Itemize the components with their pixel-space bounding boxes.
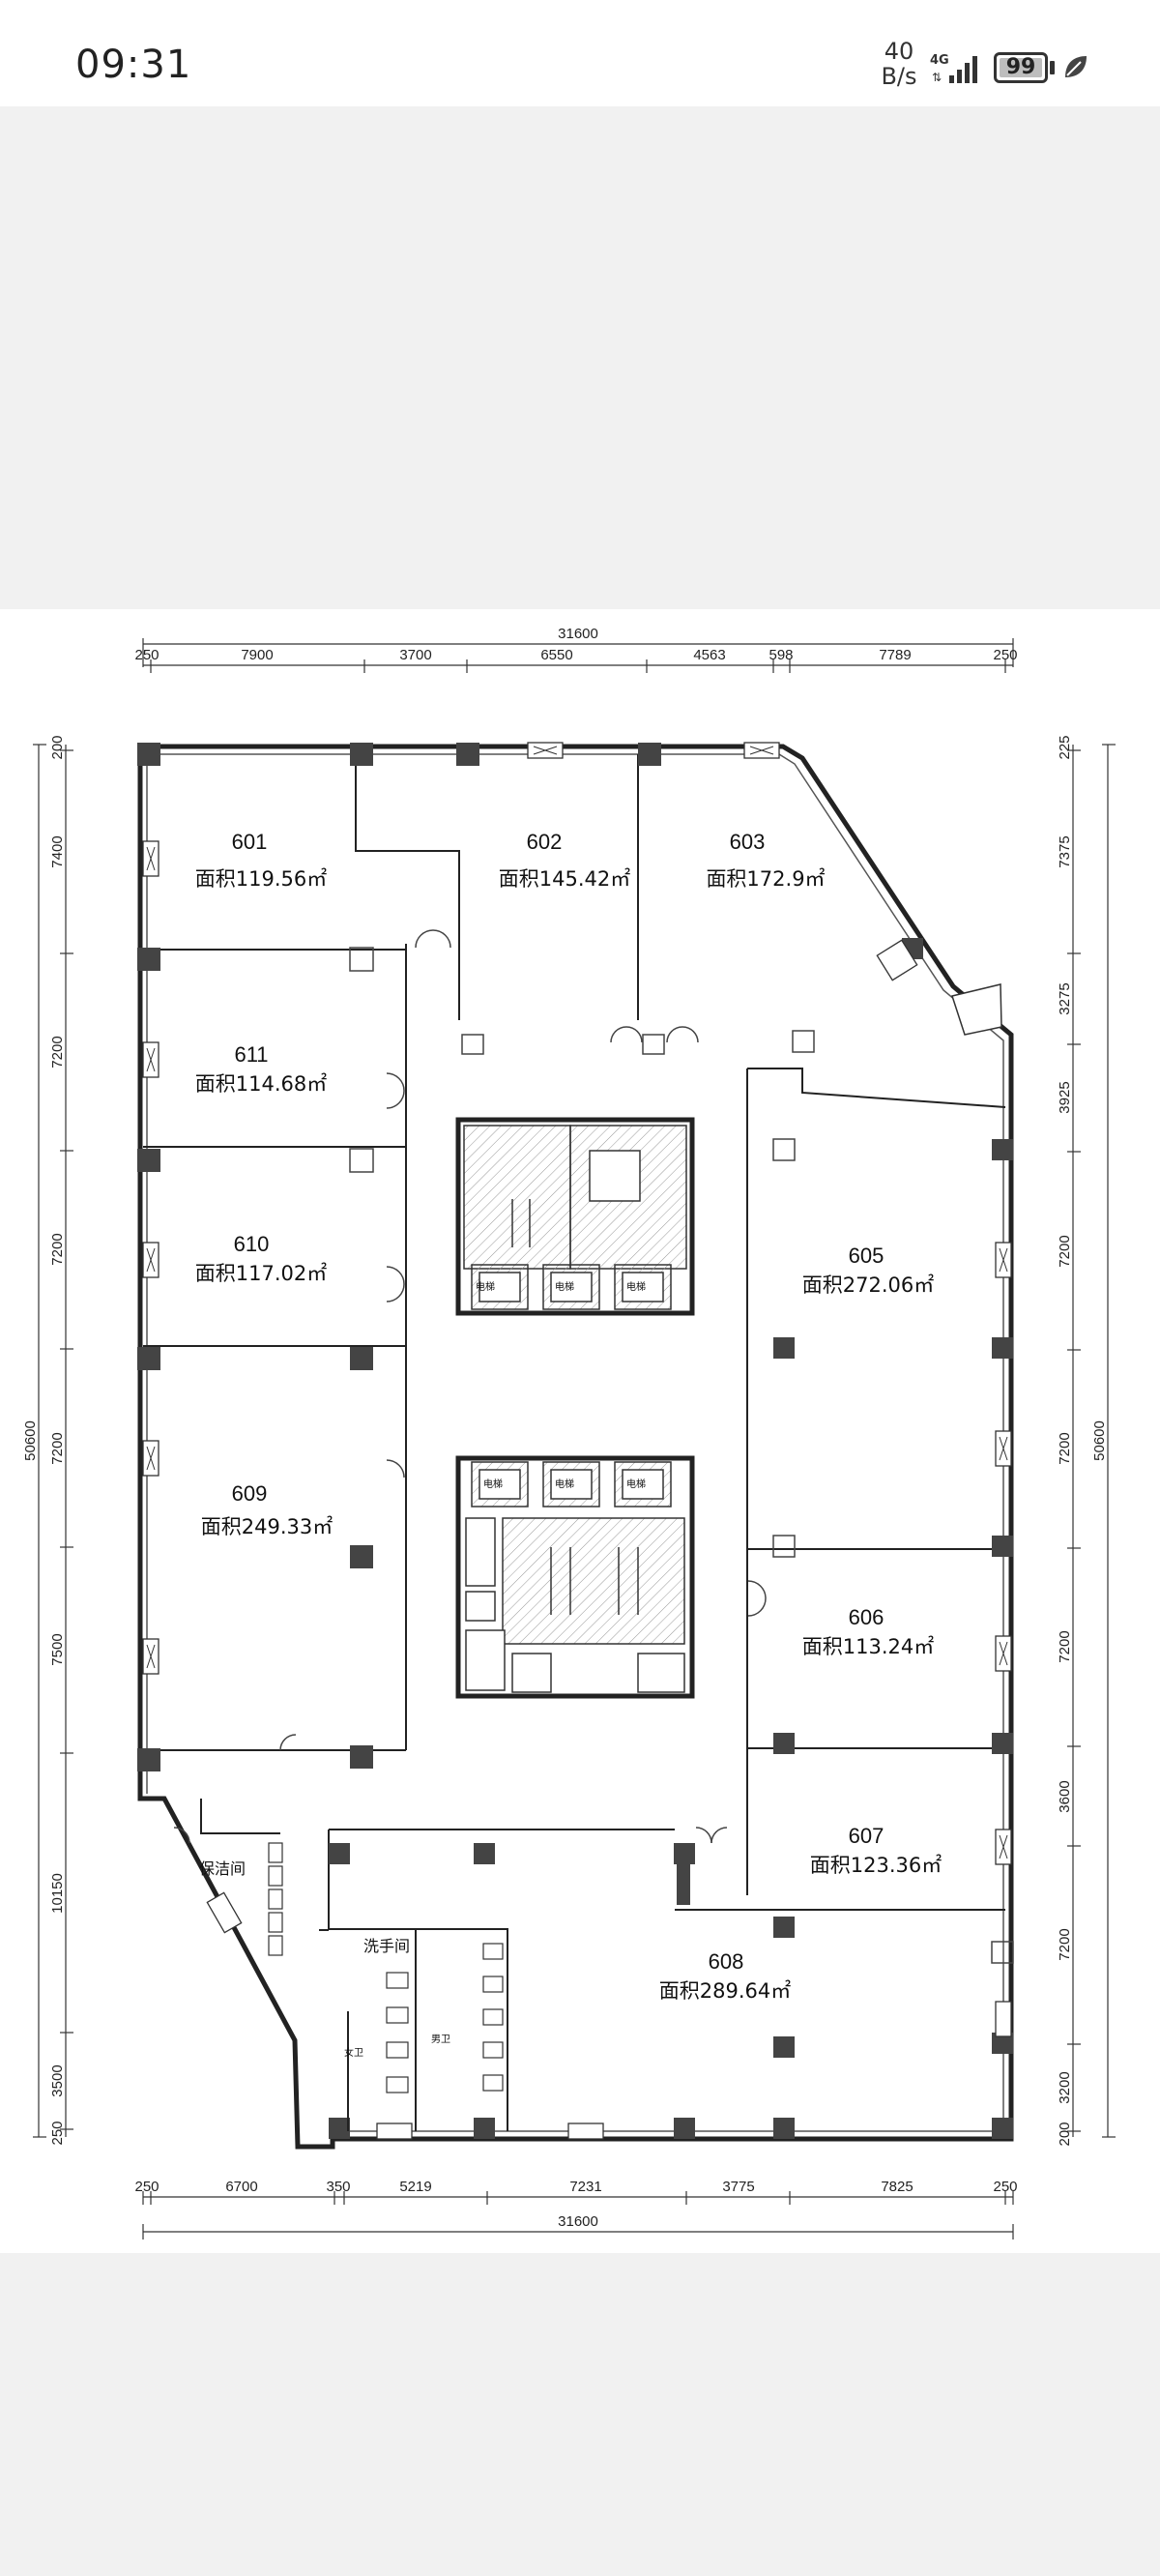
svg-text:面积113.24㎡: 面积113.24㎡ <box>802 1635 934 1658</box>
dim-top-seg: 598 <box>768 647 793 663</box>
svg-text:面积123.36㎡: 面积123.36㎡ <box>810 1854 942 1877</box>
room-601: 601 面积119.56㎡ <box>195 830 327 891</box>
svg-text:电梯: 电梯 <box>555 1478 574 1490</box>
network-speed: 40 B/s <box>870 39 928 89</box>
svg-text:电梯: 电梯 <box>476 1280 495 1293</box>
dim-left-seg: 200 <box>49 735 66 759</box>
network-speed-unit: B/s <box>881 63 917 90</box>
status-clock: 09:31 <box>75 43 192 87</box>
dim-bottom-seg: 6700 <box>225 2179 257 2195</box>
dim-left-seg: 7200 <box>49 1432 66 1464</box>
svg-text:面积119.56㎡: 面积119.56㎡ <box>195 867 327 891</box>
dim-right-seg: 7375 <box>1057 835 1073 867</box>
svg-text:602: 602 <box>527 830 563 854</box>
dim-right-seg: 7200 <box>1057 1432 1073 1464</box>
svg-text:面积172.9㎡: 面积172.9㎡ <box>706 867 825 891</box>
dim-bottom-total: 31600 <box>558 2213 598 2230</box>
dim-right-seg: 3275 <box>1057 982 1073 1014</box>
room-603: 603 面积172.9㎡ <box>706 830 825 891</box>
dim-right-seg: 200 <box>1057 2122 1073 2146</box>
battery-icon: 99 <box>994 52 1048 83</box>
svg-text:607: 607 <box>849 1824 884 1848</box>
dim-top-total: 31600 <box>558 626 598 642</box>
label-washroom: 洗手间 <box>363 1937 410 1955</box>
room-611: 611 面积114.68㎡ <box>195 1042 327 1096</box>
room-609: 609 面积249.33㎡ <box>201 1481 333 1538</box>
dim-top-seg: 7900 <box>241 647 273 663</box>
dim-left-seg: 7200 <box>49 1233 66 1265</box>
dim-top-seg: 7789 <box>879 647 911 663</box>
dim-left-seg: 3500 <box>49 2064 66 2096</box>
svg-text:606: 606 <box>849 1605 884 1629</box>
dim-bottom-seg: 250 <box>134 2179 159 2195</box>
floor-plan-drawing: 31600 250 7900 3700 6550 4563 598 7789 2… <box>22 626 1116 2239</box>
dim-left-seg: 250 <box>49 2121 66 2145</box>
svg-text:610: 610 <box>234 1232 270 1256</box>
dim-top-seg: 250 <box>993 647 1017 663</box>
dim-bottom-seg: 7825 <box>881 2179 913 2195</box>
dim-left-seg: 10150 <box>49 1873 66 1914</box>
room-606: 606 面积113.24㎡ <box>802 1605 934 1658</box>
dim-bottom-seg: 3775 <box>722 2179 754 2195</box>
floor-plan-image: 31600 250 7900 3700 6550 4563 598 7789 2… <box>0 609 1160 2253</box>
leaf-icon <box>1065 56 1087 77</box>
dim-bottom-seg: 7231 <box>569 2179 601 2195</box>
dim-right-seg: 7200 <box>1057 1630 1073 1662</box>
dim-top-seg: 250 <box>134 647 159 663</box>
room-610: 610 面积117.02㎡ <box>195 1232 327 1285</box>
svg-text:面积117.02㎡: 面积117.02㎡ <box>195 1262 327 1285</box>
svg-text:面积114.68㎡: 面积114.68㎡ <box>195 1072 327 1096</box>
svg-text:603: 603 <box>730 830 766 854</box>
svg-text:⇅: ⇅ <box>932 71 942 84</box>
network-type: 4G <box>930 53 949 68</box>
network-speed-value: 40 <box>884 38 914 65</box>
battery-level: 99 <box>1005 55 1036 79</box>
svg-text:电梯: 电梯 <box>626 1280 646 1293</box>
dim-right-seg: 7200 <box>1057 1928 1073 1960</box>
svg-text:601: 601 <box>232 830 268 854</box>
svg-text:605: 605 <box>849 1244 884 1268</box>
label-male-wc: 男卫 <box>431 2034 450 2045</box>
room-602: 602 面积145.42㎡ <box>499 830 630 891</box>
room-607: 607 面积123.36㎡ <box>810 1824 942 1877</box>
label-female-wc: 女卫 <box>344 2046 363 2059</box>
dim-left-seg: 7400 <box>49 835 66 867</box>
svg-text:609: 609 <box>232 1481 268 1506</box>
svg-text:电梯: 电梯 <box>483 1478 503 1490</box>
dim-bottom-seg: 5219 <box>399 2179 431 2195</box>
svg-text:面积289.64㎡: 面积289.64㎡ <box>659 1979 791 2003</box>
svg-text:面积272.06㎡: 面积272.06㎡ <box>802 1273 934 1297</box>
dim-right-seg: 7200 <box>1057 1235 1073 1267</box>
dim-top-seg: 4563 <box>693 647 725 663</box>
dim-top-seg: 6550 <box>540 647 572 663</box>
dim-right-total: 50600 <box>1091 1420 1108 1461</box>
dim-top-seg: 3700 <box>399 647 431 663</box>
dim-left-total: 50600 <box>22 1420 39 1461</box>
dim-left-seg: 7500 <box>49 1633 66 1665</box>
status-bar: 09:31 40 B/s 4G ⇅ 99 <box>0 0 1160 106</box>
dim-right-seg: 225 <box>1057 735 1073 759</box>
label-cleaning-room: 保洁间 <box>199 1859 246 1878</box>
dim-right-seg: 3200 <box>1057 2071 1073 2103</box>
signal-icon: 4G ⇅ <box>930 53 977 84</box>
room-605: 605 面积272.06㎡ <box>802 1244 934 1297</box>
svg-text:电梯: 电梯 <box>626 1478 646 1490</box>
svg-text:面积249.33㎡: 面积249.33㎡ <box>201 1515 333 1538</box>
svg-text:608: 608 <box>709 1949 744 1974</box>
dim-right-seg: 3925 <box>1057 1081 1073 1113</box>
svg-text:电梯: 电梯 <box>555 1280 574 1293</box>
room-608: 608 面积289.64㎡ <box>659 1949 791 2003</box>
svg-text:611: 611 <box>234 1042 268 1067</box>
dim-bottom-seg: 250 <box>993 2179 1017 2195</box>
dim-bottom-seg: 350 <box>326 2179 350 2195</box>
svg-text:面积145.42㎡: 面积145.42㎡ <box>499 867 630 891</box>
dim-left-seg: 7200 <box>49 1036 66 1068</box>
dim-right-seg: 3600 <box>1057 1780 1073 1812</box>
